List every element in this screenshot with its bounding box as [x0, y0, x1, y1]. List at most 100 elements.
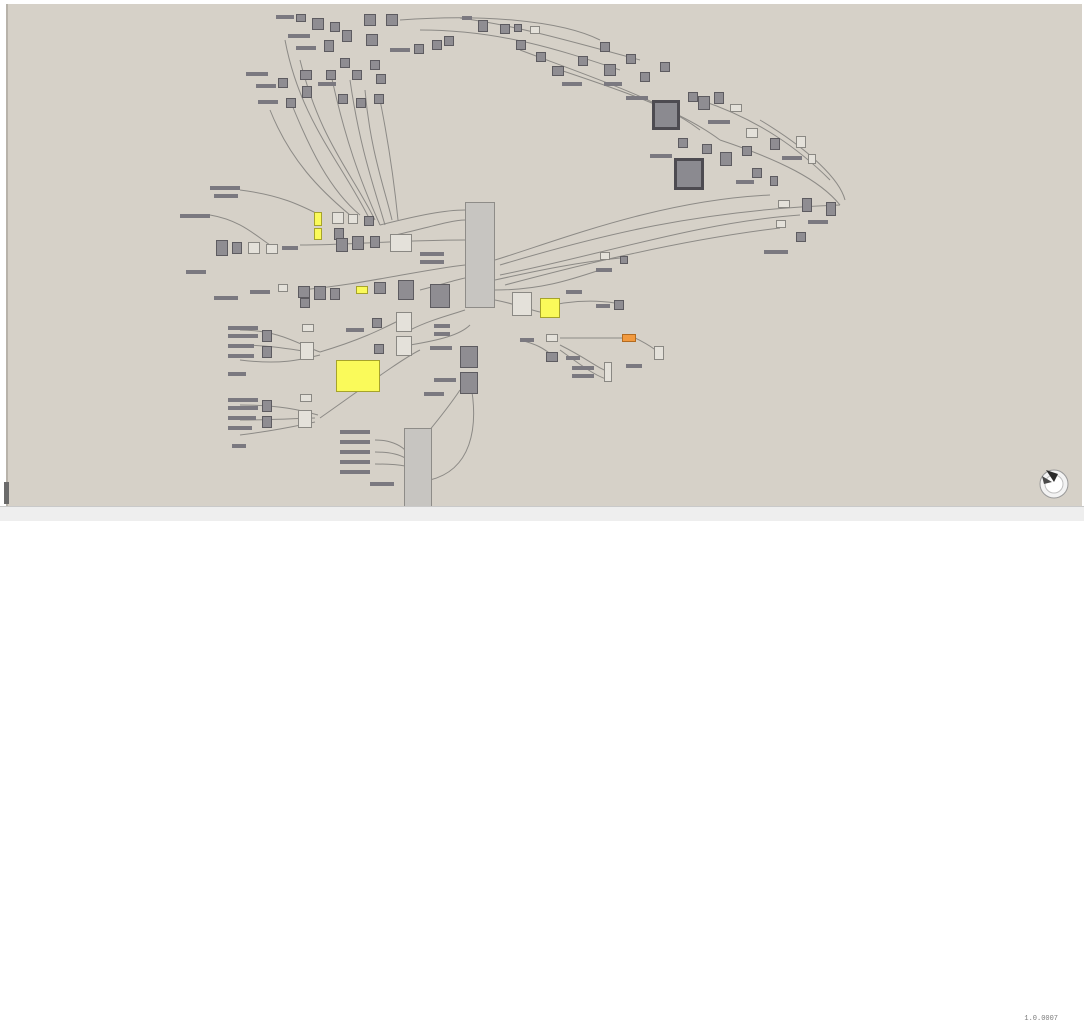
component-node[interactable]: [552, 66, 564, 76]
component-node[interactable]: [432, 40, 442, 50]
grasshopper-canvas[interactable]: [0, 0, 1084, 520]
selected-component[interactable]: [652, 100, 680, 130]
component-node[interactable]: [614, 300, 624, 310]
component-node[interactable]: [770, 176, 778, 186]
component-node[interactable]: [278, 78, 288, 88]
component-node[interactable]: [604, 64, 616, 76]
component-node[interactable]: [216, 240, 228, 256]
component-node[interactable]: [330, 22, 340, 32]
component-node[interactable]: [808, 154, 816, 164]
component-node[interactable]: [500, 24, 510, 34]
component-node[interactable]: [342, 30, 352, 42]
canvas-background[interactable]: [6, 4, 1082, 506]
component-node[interactable]: [302, 86, 312, 98]
component-node[interactable]: [512, 292, 532, 316]
component-node[interactable]: [370, 236, 380, 248]
panel-component[interactable]: [314, 212, 322, 226]
component-node[interactable]: [262, 330, 272, 342]
component-node[interactable]: [370, 60, 380, 70]
component-node[interactable]: [262, 346, 272, 358]
component-node[interactable]: [300, 298, 310, 308]
component-node[interactable]: [516, 40, 526, 50]
component-node[interactable]: [640, 72, 650, 82]
component-node[interactable]: [604, 362, 612, 382]
component-node[interactable]: [396, 336, 412, 356]
component-node[interactable]: [578, 56, 588, 66]
component-node[interactable]: [546, 334, 558, 342]
component-node[interactable]: [546, 352, 558, 362]
panel-component[interactable]: [336, 360, 380, 392]
component-node[interactable]: [600, 252, 610, 260]
component-node[interactable]: [430, 284, 450, 308]
component-node[interactable]: [460, 372, 478, 394]
component-node[interactable]: [312, 18, 324, 30]
component-node[interactable]: [530, 26, 540, 34]
component-node[interactable]: [352, 70, 362, 80]
component-node[interactable]: [262, 416, 272, 428]
component-node[interactable]: [826, 202, 836, 216]
component-node[interactable]: [324, 40, 334, 52]
component-node[interactable]: [232, 242, 242, 254]
component-node[interactable]: [300, 394, 312, 402]
component-node[interactable]: [286, 98, 296, 108]
component-node[interactable]: [376, 74, 386, 84]
component-node[interactable]: [796, 136, 806, 148]
selected-component[interactable]: [674, 158, 704, 190]
component-node[interactable]: [300, 342, 314, 360]
component-node[interactable]: [654, 346, 664, 360]
component-node[interactable]: [248, 242, 260, 254]
component-node[interactable]: [720, 152, 732, 166]
component-node[interactable]: [714, 92, 724, 104]
component-node[interactable]: [296, 14, 306, 22]
panel-component[interactable]: [540, 298, 560, 318]
component-node[interactable]: [364, 14, 376, 26]
component-node[interactable]: [340, 58, 350, 68]
component-node[interactable]: [330, 288, 340, 300]
component-node[interactable]: [298, 410, 312, 428]
component-node[interactable]: [778, 200, 790, 208]
component-node[interactable]: [356, 98, 366, 108]
component-node[interactable]: [460, 346, 478, 368]
component-node[interactable]: [364, 216, 374, 226]
component-node[interactable]: [386, 14, 398, 26]
component-node[interactable]: [374, 282, 386, 294]
panel-component[interactable]: [356, 286, 368, 294]
component-node[interactable]: [742, 146, 752, 156]
component-node[interactable]: [730, 104, 742, 112]
component-node[interactable]: [688, 92, 698, 102]
component-node[interactable]: [374, 344, 384, 354]
component-node[interactable]: [678, 138, 688, 148]
component-node[interactable]: [444, 36, 454, 46]
component-node[interactable]: [338, 94, 348, 104]
component-node[interactable]: [352, 236, 364, 250]
component-node[interactable]: [414, 44, 424, 54]
component-node[interactable]: [314, 286, 326, 300]
merge-component[interactable]: [465, 202, 495, 308]
component-node[interactable]: [262, 400, 272, 412]
component-node[interactable]: [702, 144, 712, 154]
component-node[interactable]: [396, 312, 412, 332]
component-node[interactable]: [390, 234, 412, 252]
component-node[interactable]: [326, 70, 336, 80]
canvas-edge-handle[interactable]: [4, 482, 9, 504]
component-node[interactable]: [802, 198, 812, 212]
component-node[interactable]: [776, 220, 786, 228]
component-node[interactable]: [266, 244, 278, 254]
component-node[interactable]: [348, 214, 358, 224]
component-node[interactable]: [336, 238, 348, 252]
component-node[interactable]: [300, 70, 312, 80]
component-node[interactable]: [366, 34, 378, 46]
component-node[interactable]: [752, 168, 762, 178]
panel-component[interactable]: [314, 228, 322, 240]
component-node[interactable]: [298, 286, 310, 298]
component-node[interactable]: [660, 62, 670, 72]
component-node[interactable]: [514, 24, 522, 32]
component-node[interactable]: [600, 42, 610, 52]
component-node[interactable]: [374, 94, 384, 104]
merge-component[interactable]: [404, 428, 432, 508]
component-node[interactable]: [478, 20, 488, 32]
component-node[interactable]: [398, 280, 414, 300]
component-node[interactable]: [746, 128, 758, 138]
component-node[interactable]: [536, 52, 546, 62]
component-node[interactable]: [796, 232, 806, 242]
